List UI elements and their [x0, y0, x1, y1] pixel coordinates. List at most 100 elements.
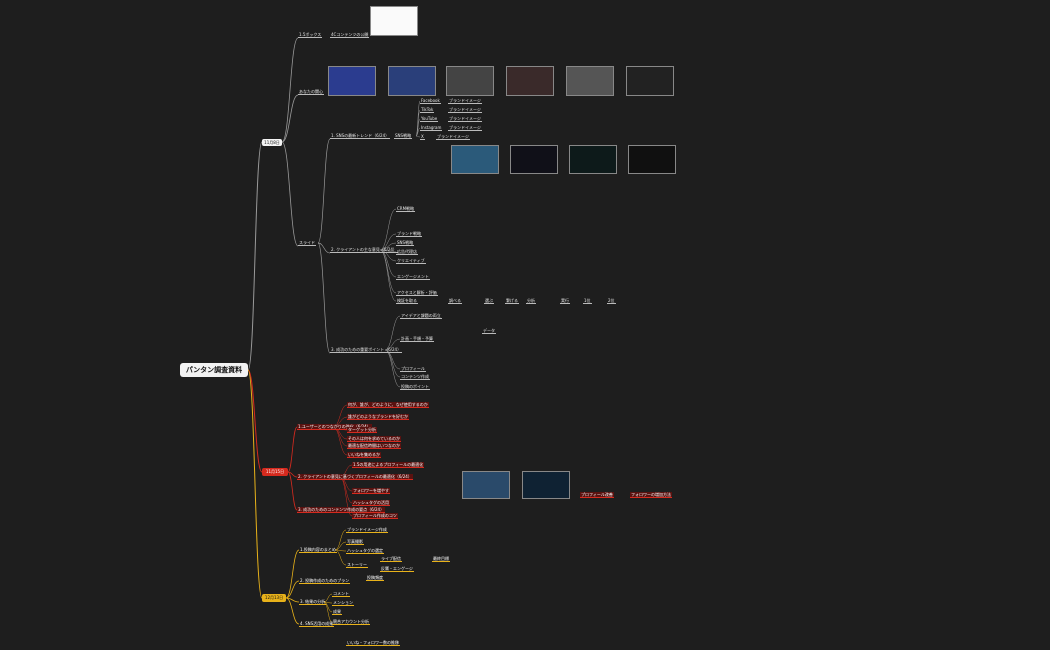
branch-node-b1[interactable]: 1.5ボックス — [298, 32, 323, 38]
connector-nov8-topic-2 — [317, 242, 331, 354]
dec13-item-2[interactable]: 2. 投稿作成のためのプラン — [299, 578, 351, 584]
slide-thumbnail-10[interactable] — [569, 145, 617, 174]
nov15-sub-5[interactable]: 最適な配信時間はいつなのか — [347, 443, 401, 449]
branch-node-b2[interactable]: あなたの関心 — [298, 89, 324, 95]
slide-thumbnail-11[interactable] — [628, 145, 676, 174]
topic2-item-1[interactable]: CRM戦略 — [396, 206, 416, 212]
sns-item-x[interactable]: X — [420, 134, 425, 140]
dec13-sub-1[interactable]: ブランドイメージ作成 — [346, 527, 388, 533]
sns-note-4[interactable]: ブランドイメージ — [448, 125, 482, 131]
topic3-item-6[interactable]: 投稿のポイント — [400, 384, 430, 390]
step-1[interactable]: 調べる — [448, 298, 462, 304]
dec13-item-4[interactable]: 4. SNS活用の成果 — [299, 621, 335, 627]
connector-topic2-5 — [379, 249, 397, 278]
nov15-tail-1[interactable]: プロフィール改善 — [580, 492, 614, 498]
sns-item-tiktok[interactable]: TikTok — [420, 107, 435, 113]
sns-note-3[interactable]: ブランドイメージ — [448, 116, 482, 122]
nov15-sub-1[interactable]: 何が、誰が、どのように、なぜ使用するのか — [347, 402, 429, 408]
step-2[interactable]: 選ぶ — [484, 298, 494, 304]
sns-note-5[interactable]: ブランドイメージ — [436, 134, 470, 140]
connector-dec13-subb-0 — [323, 593, 333, 603]
sns-item-facebook[interactable]: Facebook — [420, 98, 441, 104]
nov15-item-1[interactable]: 1.ユーザーとのつながりの強化（6/24） — [297, 424, 372, 430]
topic3-item-3[interactable]: データ — [482, 328, 496, 334]
step-5[interactable]: 実行 — [560, 298, 570, 304]
connector-topic2-6 — [379, 249, 397, 294]
sns-item-youtube[interactable]: YouTube — [420, 116, 439, 122]
topic2-item-3[interactable]: SNS戦略 — [396, 240, 415, 246]
slide-thumbnail-12[interactable] — [462, 471, 510, 499]
nov15-sub-2[interactable]: 誰がどのようなブランドを好むか — [347, 414, 409, 420]
dec13-sub-8[interactable]: コメント — [332, 591, 350, 597]
slide-thumbnail-5[interactable] — [506, 66, 554, 96]
topic3-item-5[interactable]: コンテンツ作成 — [400, 374, 430, 380]
topic2-item-7[interactable]: アクセスと解析・評価 — [396, 290, 438, 296]
slide-thumbnail-4[interactable] — [446, 66, 494, 96]
slide-thumbnail-3[interactable] — [388, 66, 436, 96]
nov15-sub-7[interactable]: 1.5の用途によるプロフィールの最適化 — [352, 462, 425, 468]
dec13-sub-2[interactable]: 写真撮影 — [346, 539, 364, 545]
topic-node-1[interactable]: 1. SNSの最新トレンド（6/24） — [330, 133, 391, 139]
topic3-item-4[interactable]: プロフィール — [400, 366, 426, 372]
dec13-sub-3[interactable]: ハッシュタグの選定 — [346, 548, 384, 554]
date-node-nov8[interactable]: 11月8日 — [262, 139, 282, 146]
topic3-item-1[interactable]: アイデアと課題の両立 — [400, 313, 442, 319]
dec13-sub-7[interactable]: 投稿頻度 — [366, 575, 384, 581]
step-3[interactable]: 繋げる — [505, 298, 519, 304]
connector-dec13-sub-0 — [334, 529, 347, 551]
dec13-tail[interactable]: 最終目標 — [432, 556, 450, 562]
topic2-item-4[interactable]: 広告代理店 — [396, 249, 418, 255]
topic-node-1-sub[interactable]: SNS戦略 — [394, 133, 413, 139]
dec13-sub-5[interactable]: ライブ配信 — [380, 556, 402, 562]
slide-thumbnail-6[interactable] — [566, 66, 614, 96]
topic3-item-2[interactable]: 計画・手順・予算 — [400, 336, 434, 342]
nov15-item-2[interactable]: 2. クライアントの意見に基づくプロフィールの最適化（6/24） — [297, 474, 413, 480]
slide-thumbnail-13[interactable] — [522, 471, 570, 499]
connector-dec13-0 — [285, 549, 300, 599]
nov15-item-3[interactable]: 3. 成功のためのコンテンツ作成の要点（6/24） — [297, 507, 386, 513]
nov15-sub-6[interactable]: いいねを集めるか — [347, 452, 381, 458]
topic2-item-5[interactable]: クリエイティブ — [396, 258, 426, 264]
topic-node-2[interactable]: 2. クライアントの主な意見（6/24） — [330, 247, 398, 253]
topic2-item-6[interactable]: エンゲージメント — [396, 274, 430, 280]
root-node[interactable]: パンタン調査資料 — [180, 363, 248, 377]
date-node-nov15[interactable]: 11月15日 — [262, 468, 288, 476]
branch-node-b1-label[interactable]: 4Cコンテンツの公開 — [330, 32, 370, 38]
sns-note-1[interactable]: ブランドイメージ — [448, 98, 482, 104]
nov15-sub-8[interactable]: フォロワーを増やす — [352, 488, 390, 494]
step-4[interactable]: 分析 — [526, 298, 536, 304]
date-node-dec13[interactable]: 12月13日 — [262, 594, 286, 602]
nov15-sub-9[interactable]: ハッシュタグの活用 — [352, 500, 390, 506]
connector-nov8-2 — [281, 141, 299, 247]
dec13-sub-11[interactable]: 競合アカウント分析 — [332, 619, 370, 625]
branch-node-topic-group[interactable]: スライド — [298, 240, 316, 246]
topic2-item-2[interactable]: ブランド戦略 — [396, 231, 422, 237]
sns-note-2[interactable]: ブランドイメージ — [448, 107, 482, 113]
step-7[interactable]: 2位 — [607, 298, 616, 304]
connector-dec13-1 — [285, 580, 300, 599]
nov15-sub-4[interactable]: その人は何を求めているのか — [347, 436, 401, 442]
topic-node-3[interactable]: 3. 成功のための重要ポイント（6/24） — [330, 347, 403, 353]
slide-thumbnail-9[interactable] — [510, 145, 558, 174]
nov15-tail-2[interactable]: フォロワーの増加方法 — [630, 492, 672, 498]
slide-thumbnail-1[interactable] — [370, 6, 418, 36]
connector-nov15-1 — [287, 471, 298, 478]
step-6[interactable]: 1位 — [583, 298, 592, 304]
nov15-sub-10[interactable]: プロフィール作成のコツ — [352, 513, 398, 519]
topic2-item-8[interactable]: 検証を取る — [396, 298, 418, 304]
slide-thumbnail-2[interactable] — [328, 66, 376, 96]
dec13-sub-12[interactable]: いいね・フォロワー数の推移 — [346, 640, 400, 646]
dec13-sub-10[interactable]: 成果 — [332, 609, 342, 615]
connector-topic3-1 — [384, 338, 401, 351]
dec13-item-3[interactable]: 3. 結果の分析 — [299, 599, 327, 605]
sns-item-instagram[interactable]: Instagram — [420, 125, 443, 131]
dec13-sub-9[interactable]: メンション — [332, 600, 354, 606]
slide-thumbnail-8[interactable] — [451, 145, 499, 174]
dec13-sub-4[interactable]: ストーリー — [346, 562, 368, 568]
dec13-sub-6[interactable]: 反響・エンゲージ — [380, 566, 414, 572]
nov15-sub-3[interactable]: ターゲット分析 — [347, 427, 377, 433]
connector-root-nov8 — [247, 141, 263, 371]
slide-thumbnail-7[interactable] — [626, 66, 674, 96]
dec13-item-1[interactable]: 1.投稿内容のまとめ — [299, 547, 337, 553]
